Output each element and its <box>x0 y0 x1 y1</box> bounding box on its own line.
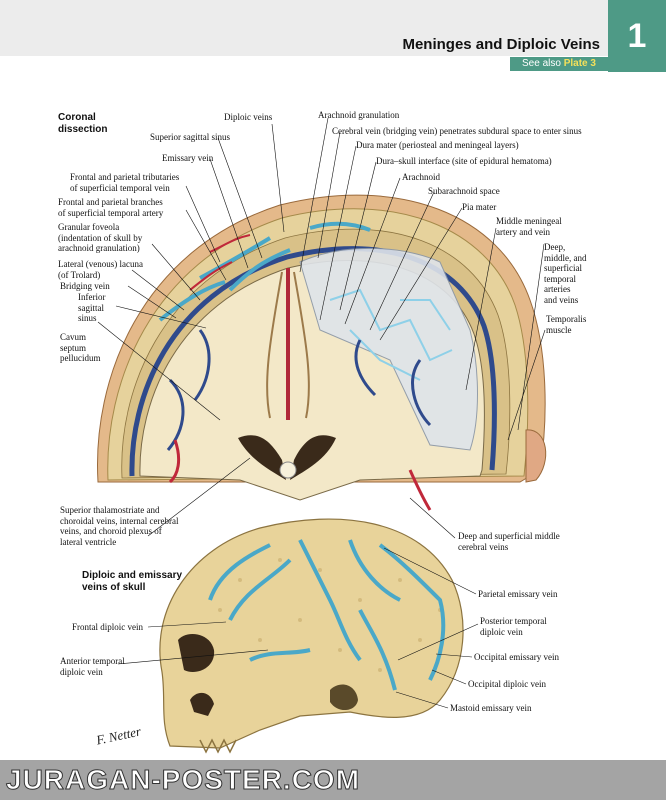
plate-number: 1 <box>608 0 666 72</box>
label-lateral-lacuna: Lateral (venous) lacuna (of Trolard) <box>58 259 143 280</box>
label-dura-mater: Dura mater (periosteal and meningeal lay… <box>356 140 519 150</box>
header-band <box>0 0 608 56</box>
coronal-dissection-illustration <box>97 194 547 511</box>
watermark-text: JURAGAN-POSTER.COM <box>5 764 361 796</box>
label-subarachnoid-space: Subarachnoid space <box>428 186 500 196</box>
see-also-prefix: See also <box>522 58 561 69</box>
label-diploic-veins: Diploic veins <box>224 112 273 122</box>
label-mastoid-emissary: Mastoid emissary vein <box>450 703 532 713</box>
label-arachnoid-granulation: Arachnoid granulation <box>318 110 400 120</box>
label-temporalis-muscle: Temporalis muscle <box>546 314 587 335</box>
label-emissary-vein: Emissary vein <box>162 153 214 163</box>
label-inferior-sagittal-sinus: Inferior sagittal sinus <box>78 292 106 323</box>
label-posterior-temporal-diploic: Posterior temporal diploic vein <box>480 616 547 637</box>
label-deep-superficial-middle-cerebral: Deep and superficial middle cerebral vei… <box>458 531 560 552</box>
watermark-band <box>0 760 666 800</box>
label-frontal-diploic: Frontal diploic vein <box>72 622 143 632</box>
label-thalamostriate: Superior thalamostriate and choroidal ve… <box>60 505 179 547</box>
label-cerebral-vein: Cerebral vein (bridging vein) penetrates… <box>332 126 582 136</box>
label-middle-meningeal: Middle meningeal artery and vein <box>496 216 562 237</box>
label-anterior-temporal-diploic: Anterior temporal diploic vein <box>60 656 125 677</box>
label-deep-middle-superficial-temporal: Deep, middle, and superficial temporal a… <box>544 242 587 305</box>
label-frontal-parietal-tributaries: Frontal and parietal tributaries of supe… <box>70 172 180 193</box>
label-occipital-diploic: Occipital diploic vein <box>468 679 546 689</box>
coronal-heading: Coronal dissection <box>58 112 108 135</box>
label-frontal-parietal-branches: Frontal and parietal branches of superfi… <box>58 197 164 218</box>
label-cavum-septum: Cavum septum pellucidum <box>60 332 101 363</box>
skull-heading: Diploic and emissary veins of skull <box>82 570 183 593</box>
label-occipital-emissary: Occipital emissary vein <box>474 652 559 662</box>
label-granular-foveola: Granular foveola (indentation of skull b… <box>58 222 143 253</box>
see-also-plate[interactable]: Plate 3 <box>563 58 596 69</box>
label-dura-skull-interface: Dura–skull interface (site of epidural h… <box>376 156 552 166</box>
see-also-link[interactable]: See also Plate 3 <box>510 57 608 71</box>
label-parietal-emissary: Parietal emissary vein <box>478 589 558 599</box>
skull-illustration <box>159 518 464 754</box>
page-title: Meninges and Diploic Veins <box>402 36 600 53</box>
label-arachnoid: Arachnoid <box>402 172 440 182</box>
label-pia-mater: Pia mater <box>462 202 497 212</box>
leader-lines <box>97 117 546 709</box>
label-superior-sagittal-sinus: Superior sagittal sinus <box>150 132 230 142</box>
label-bridging-vein: Bridging vein <box>60 281 110 291</box>
